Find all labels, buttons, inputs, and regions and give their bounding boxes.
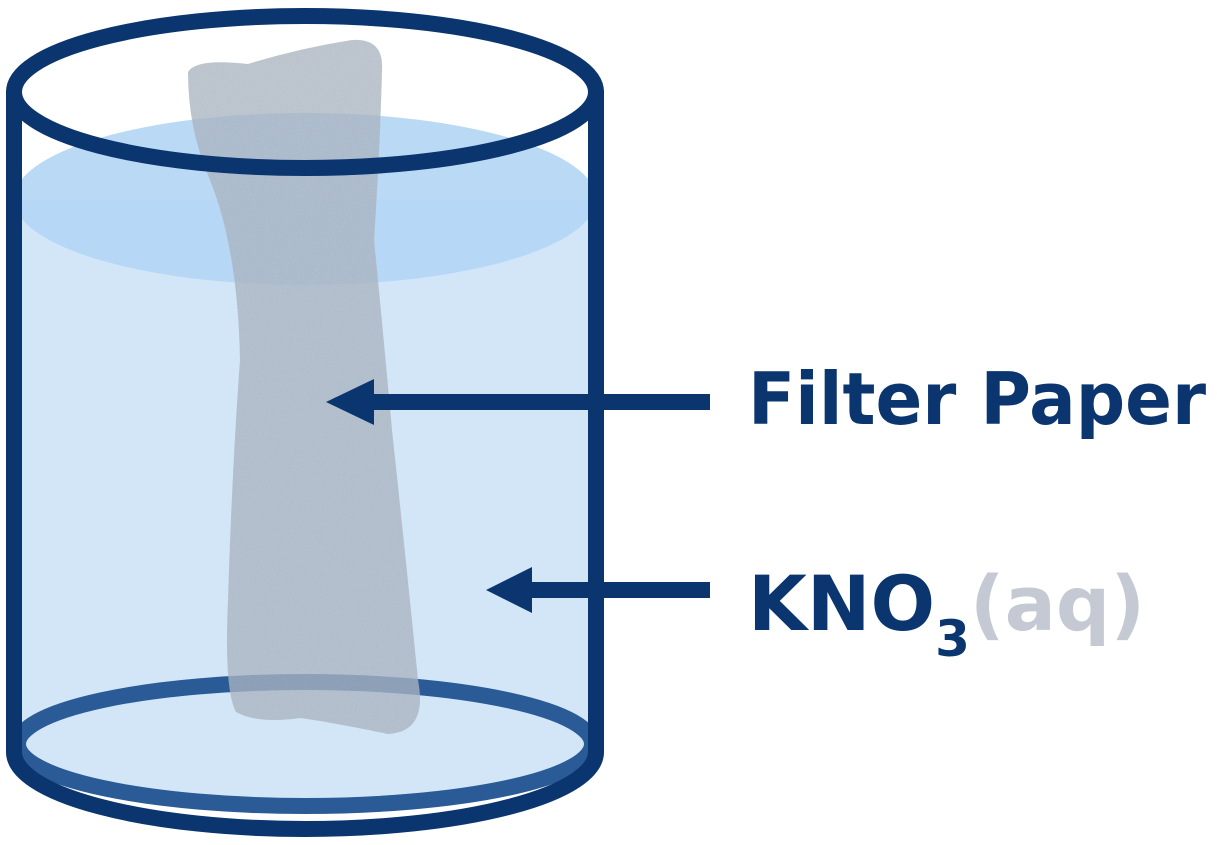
- beaker-top-rim: [6, 8, 604, 176]
- filter-paper-label: Filter Paper: [748, 357, 1206, 441]
- filter-paper-strip: [188, 39, 420, 735]
- solution-arrow: [486, 567, 710, 613]
- filter-paper-arrow: [326, 379, 710, 425]
- solution-label: KNO3(aq): [748, 559, 1145, 668]
- beaker-bottom-rim: [6, 751, 604, 837]
- solution-subscript: 3: [935, 610, 970, 668]
- solution-state: (aq): [970, 559, 1145, 648]
- solution-formula: KNO: [748, 559, 935, 648]
